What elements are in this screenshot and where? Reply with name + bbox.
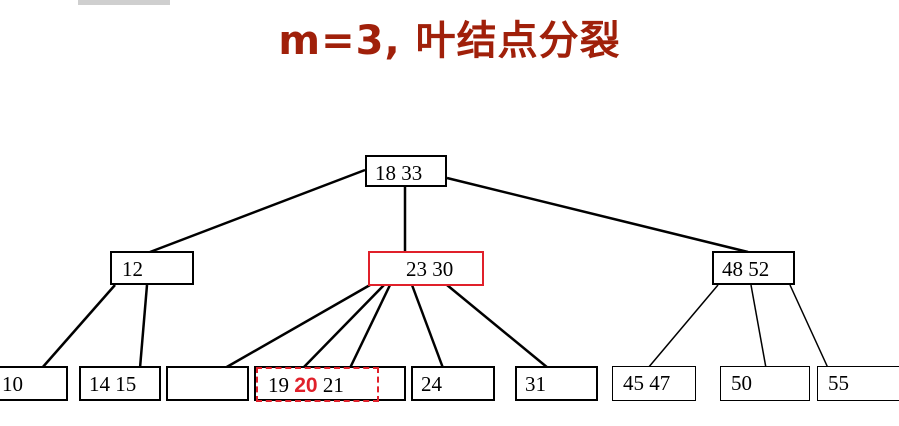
leaf-19-20-21: 19 20 21 [256,367,379,402]
leaf-14-15: 14 15 [79,366,161,401]
edge-mid-24 [410,284,445,369]
edge-4852-50 [750,284,767,369]
edge-12-10 [41,284,116,369]
edge-root-right [446,176,749,254]
node-48-52: 48 52 [712,251,795,285]
edge-mid-192021 [302,284,385,369]
node-12: 12 [110,251,194,285]
leaf-key-20-inserted: 20 [294,374,318,397]
page-title: m=3, 叶结点分裂 [278,18,621,64]
node-12-keys: 12 [122,257,143,281]
edge-4852-55 [789,284,829,369]
leaf-19-20-21-outline [254,366,406,401]
root-keys: 18 33 [375,161,423,185]
leaf-55: 55 [817,366,899,401]
leaf-24-keys: 24 [421,372,442,396]
leaf-10-keys: 10 [2,372,23,396]
leaf-50: 50 [720,366,810,401]
leaf-31: 31 [515,366,598,401]
top-tab-fragment [78,0,170,5]
root-node: 18 33 [365,155,447,187]
leaf-10: 10 [0,366,68,401]
leaf-key-19: 19 [268,373,295,397]
leaf-45-47-keys: 45 47 [623,371,671,395]
edge-mid-31 [446,284,549,369]
leaf-empty [166,366,249,401]
leaf-14-15-keys: 14 15 [89,372,137,396]
node-23-30: 23 30 [368,251,484,286]
leaf-50-keys: 50 [731,371,752,395]
edge-mid-empty [224,283,371,370]
leaf-45-47: 45 47 [612,366,696,401]
leaf-key-21: 21 [317,373,344,397]
edge-mid-dashed [348,284,392,369]
leaf-24: 24 [411,366,495,401]
edge-root-left [149,168,366,254]
node-23-30-keys: 23 30 [406,257,454,281]
edge-4852-4547 [647,284,719,369]
leaf-55-keys: 55 [828,371,849,395]
edge-12-1415 [138,284,149,369]
leaf-31-keys: 31 [525,372,546,396]
node-48-52-keys: 48 52 [722,257,770,281]
